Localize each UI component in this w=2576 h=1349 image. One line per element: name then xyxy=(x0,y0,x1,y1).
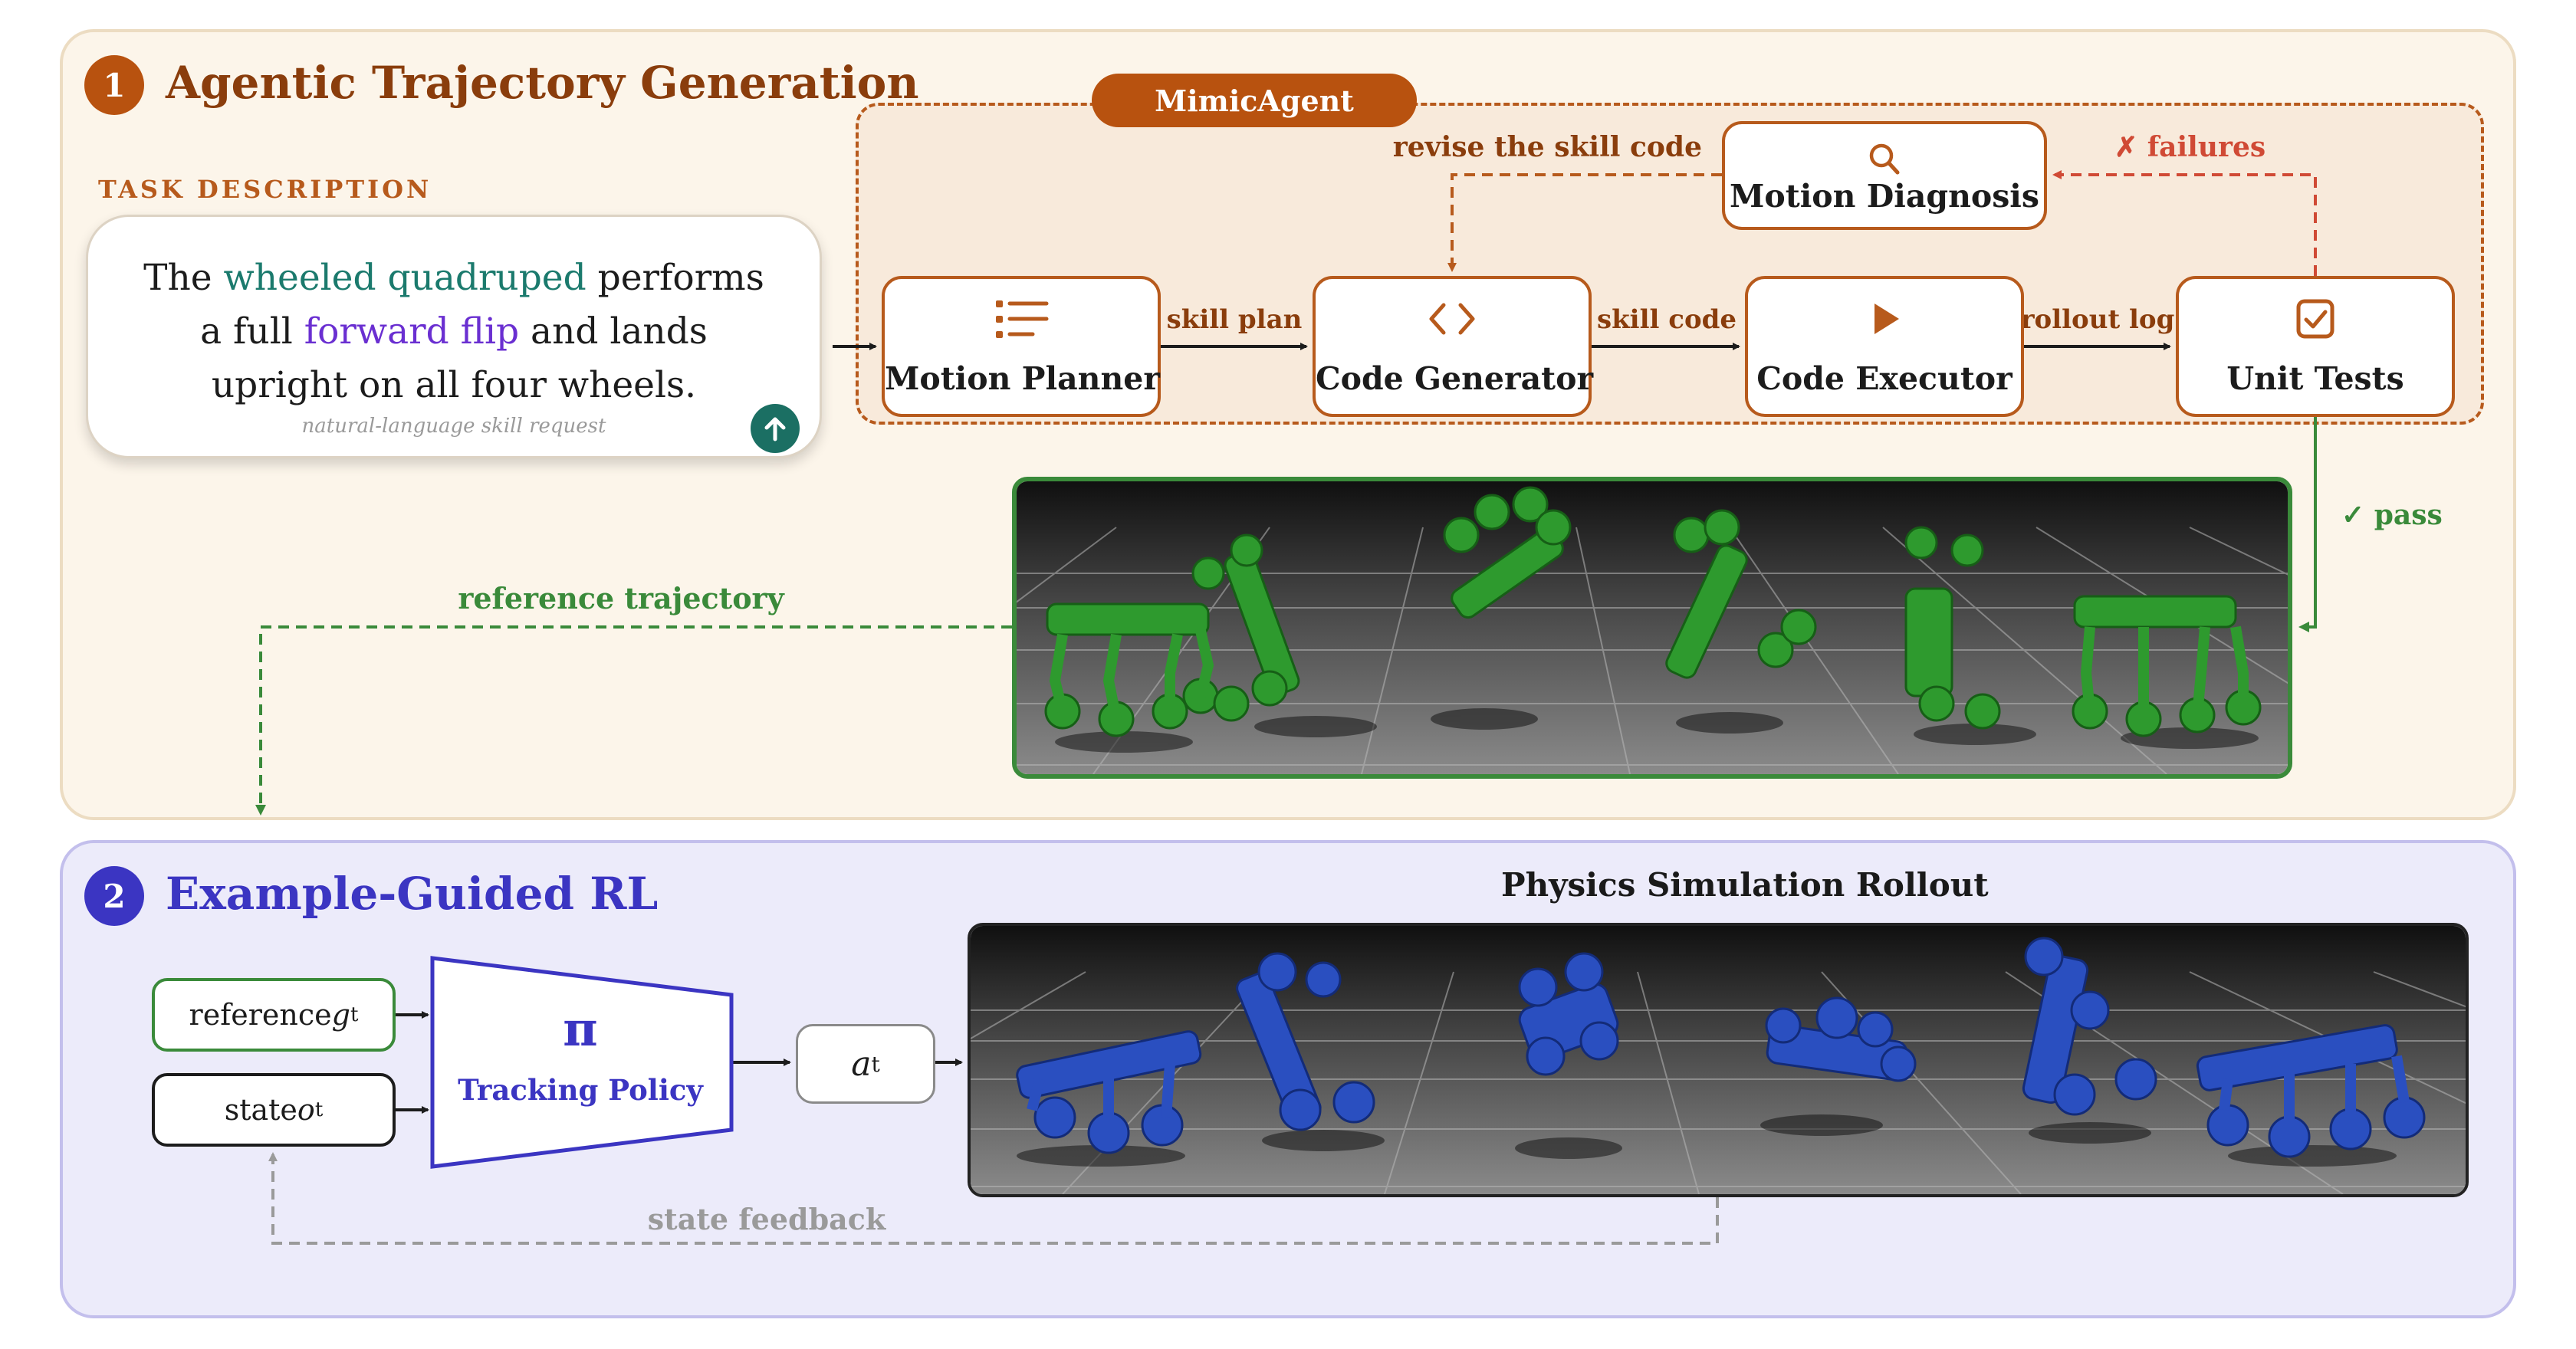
task-highlight-skill: forward flip xyxy=(304,310,520,353)
motion-diagnosis-label: Motion Diagnosis xyxy=(1730,178,2039,215)
physics-rollout-image xyxy=(971,926,2466,1194)
section-2-title: Example-Guided RL xyxy=(166,868,659,920)
state-input-sub: t xyxy=(314,1098,324,1121)
magnifier-icon xyxy=(1869,143,1900,175)
checkbox-icon xyxy=(2296,299,2334,339)
reference-input-text: reference xyxy=(189,998,332,1032)
section-1-badge: 1 xyxy=(84,55,144,115)
code-executor-label: Code Executor xyxy=(1756,360,2013,397)
unit-tests-node: Unit Tests xyxy=(2176,276,2455,417)
reference-input-sub: t xyxy=(350,1003,359,1026)
rollout-title: Physics Simulation Rollout xyxy=(1501,866,1989,904)
send-button[interactable] xyxy=(751,404,800,453)
task-description-card: The wheeled quadruped performs a full fo… xyxy=(86,215,822,458)
reference-input-var: g xyxy=(331,998,350,1032)
action-sub: t xyxy=(871,1051,880,1077)
task-description-heading: TASK DESCRIPTION xyxy=(98,175,432,204)
reference-trajectory-image xyxy=(1017,481,2288,774)
code-generator-label: Code Generator xyxy=(1316,360,1594,397)
physics-rollout-render xyxy=(968,923,2469,1197)
list-icon xyxy=(996,300,1049,338)
motion-planner-node: Motion Planner xyxy=(882,276,1161,417)
reference-trajectory-render xyxy=(1012,477,2292,779)
section-1-title: Agentic Trajectory Generation xyxy=(166,57,919,109)
state-input-var: o xyxy=(297,1093,315,1127)
code-executor-node: Code Executor xyxy=(1745,276,2024,417)
motion-diagnosis-node: Motion Diagnosis xyxy=(1722,121,2047,230)
action-var: a xyxy=(851,1044,872,1084)
policy-label: Tracking Policy xyxy=(458,1073,703,1107)
task-line-3: upright on all four wheels. xyxy=(211,364,697,406)
code-brackets-icon xyxy=(1429,303,1475,335)
policy-trapezoid xyxy=(430,956,734,1169)
task-caption: natural-language skill request xyxy=(301,415,606,438)
unit-tests-label: Unit Tests xyxy=(2226,360,2404,397)
arrow-up-icon xyxy=(764,417,786,441)
task-highlight-robot: wheeled quadruped xyxy=(223,257,586,299)
policy-symbol: π xyxy=(563,1001,598,1057)
mimic-agent-pill: MimicAgent xyxy=(1092,74,1417,127)
state-input-text: state xyxy=(224,1093,297,1127)
task-line-1: The wheeled quadruped performs xyxy=(143,257,764,299)
code-generator-node: Code Generator xyxy=(1313,276,1594,417)
tracking-policy-block: π Tracking Policy xyxy=(429,955,736,1170)
task-line-2: a full forward flip and lands xyxy=(200,310,708,353)
motion-planner-label: Motion Planner xyxy=(885,360,1160,397)
play-icon xyxy=(1875,304,1899,334)
section-2-badge: 2 xyxy=(84,866,144,926)
